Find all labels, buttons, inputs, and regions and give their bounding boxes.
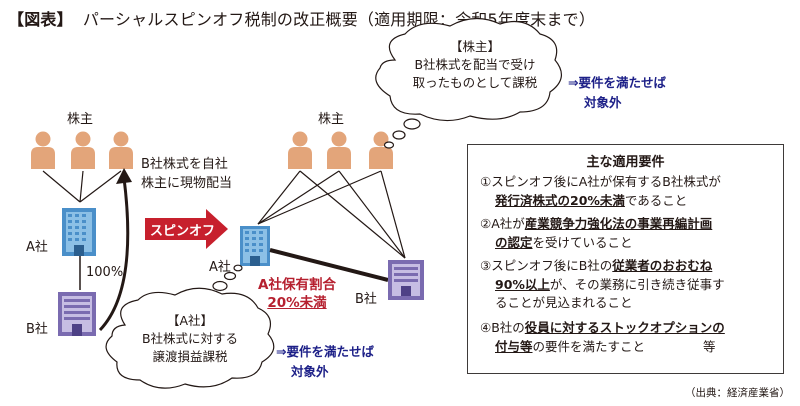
req3-line1-prefix: ③スピンオフ後にB社の [480, 258, 613, 273]
left-company-a-label: A社 [26, 240, 48, 255]
spinoff-label: スピンオフ [150, 224, 216, 239]
req2-line2-rest: を受けていること [532, 234, 633, 250]
company-a-cloud-line3: 譲渡損益課税 [152, 349, 228, 364]
left-shareholder-1-icon [31, 131, 55, 169]
req4-line2-rest: の要件を満たすこと [532, 338, 646, 354]
company-a-cloud-line2: B社株式に対する [141, 331, 239, 346]
req4-line1-prefix: ④B社の [480, 320, 525, 335]
company-exemption-note-line1: ⇒要件を満たせば [276, 344, 374, 359]
company-a-tax-cloud [105, 264, 275, 389]
holding-ratio-line2: 20%未満 [267, 295, 327, 311]
left-shareholders-label: 株主 [67, 112, 94, 127]
shareholder-cloud-line1: 【株主】 [449, 39, 500, 54]
spinoff-arrow-icon [145, 209, 228, 249]
req1-line1: ①スピンオフ後にA社が保有するB社株式が [480, 174, 721, 189]
left-link-3 [79, 170, 122, 203]
requirement-item-3: ③スピンオフ後にB社の従業者のおおむね 90%以上が、その業務に引き続き従事す … [480, 257, 780, 313]
right-shareholder-2-icon [327, 131, 351, 169]
req3-underlined-2: 90%以上 [495, 276, 550, 292]
distribution-label-line2: 株主に現物配当 [141, 176, 233, 191]
right-ownership-links [257, 170, 406, 259]
requirements-title: 主な適用要件 [586, 155, 665, 170]
requirement-item-2: ②A社が産業競争力強化法の事業再編計画 の認定を受けていること [480, 215, 780, 252]
shareholder-tax-cloud [375, 17, 562, 149]
left-shareholder-2-icon [71, 131, 95, 169]
shareholder-cloud-line2: B社株式を配当で受け [414, 57, 536, 72]
ownership-percent-label: 100% [86, 265, 124, 280]
req2-underlined-1: 産業競争力強化法の事業再編計画 [524, 216, 713, 231]
right-shareholders-label: 株主 [318, 112, 345, 127]
distribution-arrow [98, 177, 130, 332]
holding-ratio-line1: A社保有割合 [258, 277, 336, 293]
left-link-1 [42, 170, 81, 203]
right-company-b-building-icon [388, 260, 424, 300]
req2-line1-prefix: ②A社が [480, 216, 525, 231]
req1-underlined: 発行済株式の20%未満 [495, 192, 625, 208]
distribution-label-line1: B社株式を自社 [141, 157, 228, 172]
title-bracket: 【図表】 [8, 10, 73, 29]
req4-underlined-2: 付与等 [495, 338, 533, 354]
right-shareholder-3-icon [369, 131, 393, 169]
left-link-2 [79, 170, 84, 203]
req3-line2-rest: が、その業務に引き続き従事す [549, 276, 725, 292]
req1-line2-rest: であること [624, 192, 688, 208]
holding-ratio-note: A社保有割合 20%未満 [258, 276, 336, 312]
source-citation: （出典：経済産業省） [685, 387, 790, 399]
req3-line3: ることが見込まれること [495, 295, 633, 310]
right-shareholder-1-icon [288, 131, 312, 169]
left-company-b-label: B社 [26, 322, 48, 337]
company-exemption-note-line2: 対象外 [291, 364, 329, 379]
req4-etc: 等 [703, 338, 716, 354]
shareholder-exemption-note-line1: ⇒要件を満たせば [568, 75, 666, 90]
req2-underlined-2: の認定 [495, 234, 533, 250]
shareholder-cloud-line3: 取ったものとして課税 [412, 75, 538, 90]
requirements-box: 主な適用要件 ①スピンオフ後にA社が保有するB社株式が 発行済株式の20%未満で… [467, 144, 784, 374]
requirement-item-1: ①スピンオフ後にA社が保有するB社株式が 発行済株式の20%未満であること [480, 173, 780, 210]
requirement-item-4: ④B社の役員に対するストックオプションの 付与等の要件を満たすこと 等 [480, 319, 780, 356]
left-company-b-building-icon [58, 292, 96, 336]
shareholder-exemption-note-line2: 対象外 [584, 95, 622, 110]
req4-underlined-1: 役員に対するストックオプションの [524, 320, 725, 335]
distribution-arrowhead-icon [116, 168, 132, 184]
right-company-a-building-icon [240, 226, 270, 266]
left-company-a-building-icon [62, 208, 96, 256]
req3-underlined-1: 従業者のおおむね [612, 258, 713, 273]
company-a-cloud-text: 【A社】 B社株式に対する 譲渡損益課税 [120, 312, 260, 366]
right-company-a-label: A社 [209, 260, 231, 275]
company-a-cloud-line1: 【A社】 [166, 313, 214, 328]
right-holding-line [269, 248, 389, 282]
right-company-b-label: B社 [355, 292, 377, 307]
shareholder-cloud-text: 【株主】 B社株式を配当で受け 取ったものとして課税 [400, 38, 550, 92]
left-shareholder-3-icon [109, 131, 133, 169]
